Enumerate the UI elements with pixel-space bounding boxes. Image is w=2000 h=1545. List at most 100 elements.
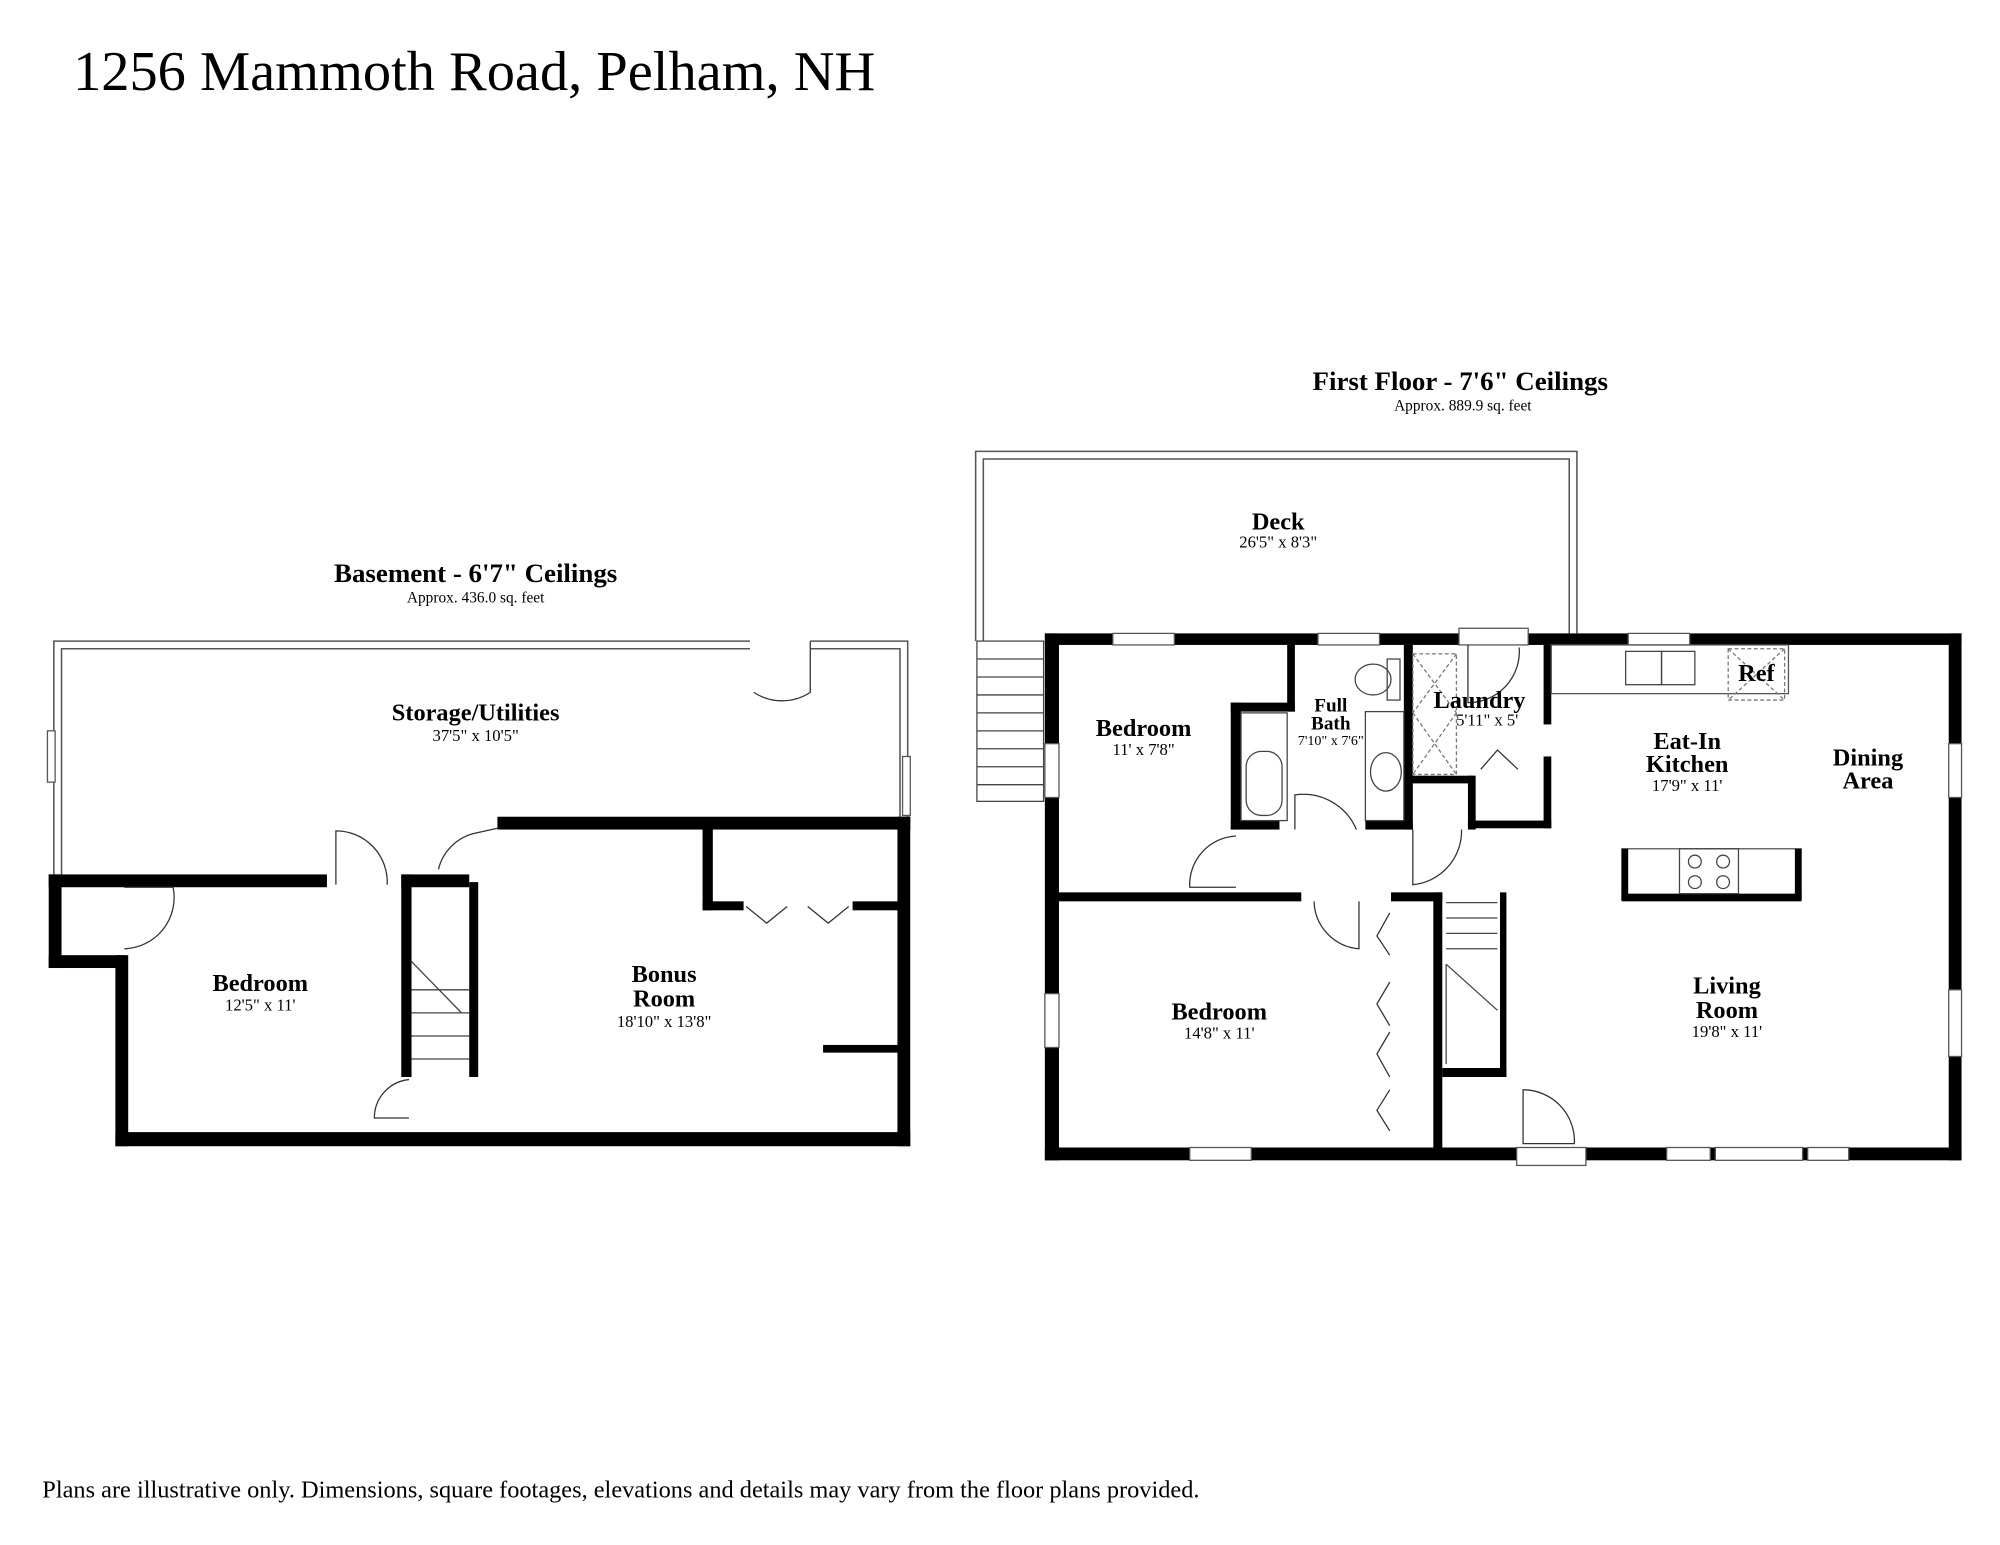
room-dims: 7'10" x 7'6" [1298, 733, 1364, 749]
washer-dryer-icon [1412, 653, 1458, 776]
room-dims: 11' x 7'8" [1113, 740, 1175, 759]
wall [1442, 1068, 1507, 1077]
wall [1391, 892, 1443, 902]
wall [48, 874, 327, 888]
room-label: Bedroom [1096, 715, 1192, 742]
door-swing [1467, 644, 1520, 704]
wall [115, 1132, 911, 1147]
basement-stairs [411, 961, 470, 1060]
wall [1948, 633, 1962, 1161]
cooktop-icon [1678, 848, 1740, 895]
basement-plan: Basement - 6'7" Ceilings Approx. 436.0 s… [46, 558, 911, 1147]
room-label: Area [1842, 768, 1893, 795]
room-dims: 12'5" x 11' [225, 995, 295, 1014]
window [46, 730, 56, 783]
refrigerator-icon [1727, 648, 1786, 701]
wall [1230, 820, 1280, 830]
wall [1433, 892, 1443, 1148]
closet-door-swing [124, 886, 175, 950]
wall [401, 874, 470, 888]
interior-stairs [1445, 901, 1498, 1065]
bonus-door-swing [437, 827, 498, 870]
bedroom-door-swing [335, 830, 388, 885]
wall [1467, 820, 1552, 829]
wall [1543, 644, 1552, 725]
laundry-door-swing [1412, 829, 1463, 886]
closet-door [1480, 749, 1519, 770]
wall [469, 882, 479, 1077]
room-dims: 17'9" x 11' [1652, 776, 1722, 795]
storage-outline [53, 640, 909, 876]
wall [1287, 644, 1295, 712]
sink-icon [1625, 650, 1696, 686]
room-dims: 19'8" x 11' [1692, 1022, 1762, 1041]
wall [401, 874, 412, 1077]
room-label: Room [1696, 997, 1758, 1024]
windows [1044, 627, 1963, 1167]
room-dims: 26'5" x 8'3" [1239, 533, 1317, 552]
wall [897, 816, 911, 1147]
disclaimer: Plans are illustrative only. Dimensions,… [42, 1477, 1199, 1504]
first-floor-plan: First Floor - 7'6" Ceilings Approx. 889.… [974, 366, 1963, 1167]
wall [1230, 702, 1295, 712]
wall [1058, 892, 1302, 902]
toilet-icon [1354, 658, 1401, 701]
wall [1467, 775, 1476, 830]
kitchen-island [1621, 848, 1802, 902]
room-label: Room [633, 985, 695, 1012]
wall [1410, 775, 1475, 784]
room-label: Ref [1738, 660, 1775, 687]
room-label: Eat-In [1653, 728, 1721, 755]
room-label: Dining [1833, 744, 1903, 771]
wall [1365, 820, 1413, 830]
room-dims: 5'11" x 5' [1456, 711, 1518, 730]
stair-door-swing [373, 1078, 410, 1119]
deck-outline [974, 450, 1578, 642]
wall [1543, 756, 1552, 829]
wall [823, 1044, 900, 1053]
wall [1230, 702, 1242, 830]
door-swing [753, 641, 811, 702]
wall [48, 874, 62, 969]
room-label: Bath [1311, 714, 1351, 735]
room-label: Storage/Utilities [392, 700, 560, 727]
bifold-door [745, 905, 850, 924]
wall [115, 955, 129, 1147]
first-floor-area: Approx. 889.9 sq. feet [1394, 397, 1532, 414]
bifold-door [1376, 912, 1391, 1132]
first-floor-title: First Floor - 7'6" Ceilings [1313, 366, 1608, 396]
room-label: Laundry [1433, 687, 1525, 714]
bath-sink-icon [1364, 710, 1405, 822]
room-dims: 18'10" x 13'8" [617, 1012, 712, 1031]
window [901, 755, 911, 817]
basement-title: Basement - 6'7" Ceilings [334, 558, 617, 588]
wall [497, 816, 911, 830]
wall [702, 828, 713, 911]
room-dims: 14'8" x 11' [1184, 1024, 1254, 1043]
page-title: 1256 Mammoth Road, Pelham, NH [73, 41, 875, 103]
deck-outline-inner [982, 458, 1570, 642]
room-label: Bonus [632, 961, 697, 988]
room-label: Bedroom [212, 970, 308, 997]
bedroom-door-swing [1189, 835, 1236, 888]
bath-door-swing [1294, 793, 1358, 830]
room-label: Kitchen [1646, 751, 1729, 778]
wall [1500, 892, 1507, 1077]
room-label: Deck [1252, 509, 1305, 536]
room-label: Full [1314, 696, 1348, 717]
wall [702, 901, 744, 911]
room-dims: 37'5" x 10'5" [433, 726, 519, 745]
storage-outline-inner [60, 648, 901, 876]
wall [1044, 633, 1059, 1161]
bathtub-icon [1240, 712, 1288, 822]
kitchen-counter [1550, 644, 1790, 695]
room-label: Living [1693, 973, 1761, 1000]
room-label: Bedroom [1171, 998, 1267, 1025]
wall [48, 955, 126, 969]
basement-area: Approx. 436.0 sq. feet [407, 590, 545, 607]
wall [1403, 644, 1413, 830]
bedroom-door-swing [1313, 901, 1360, 950]
entry-door-swing [1522, 1089, 1576, 1145]
deck-stairs [976, 640, 1045, 802]
